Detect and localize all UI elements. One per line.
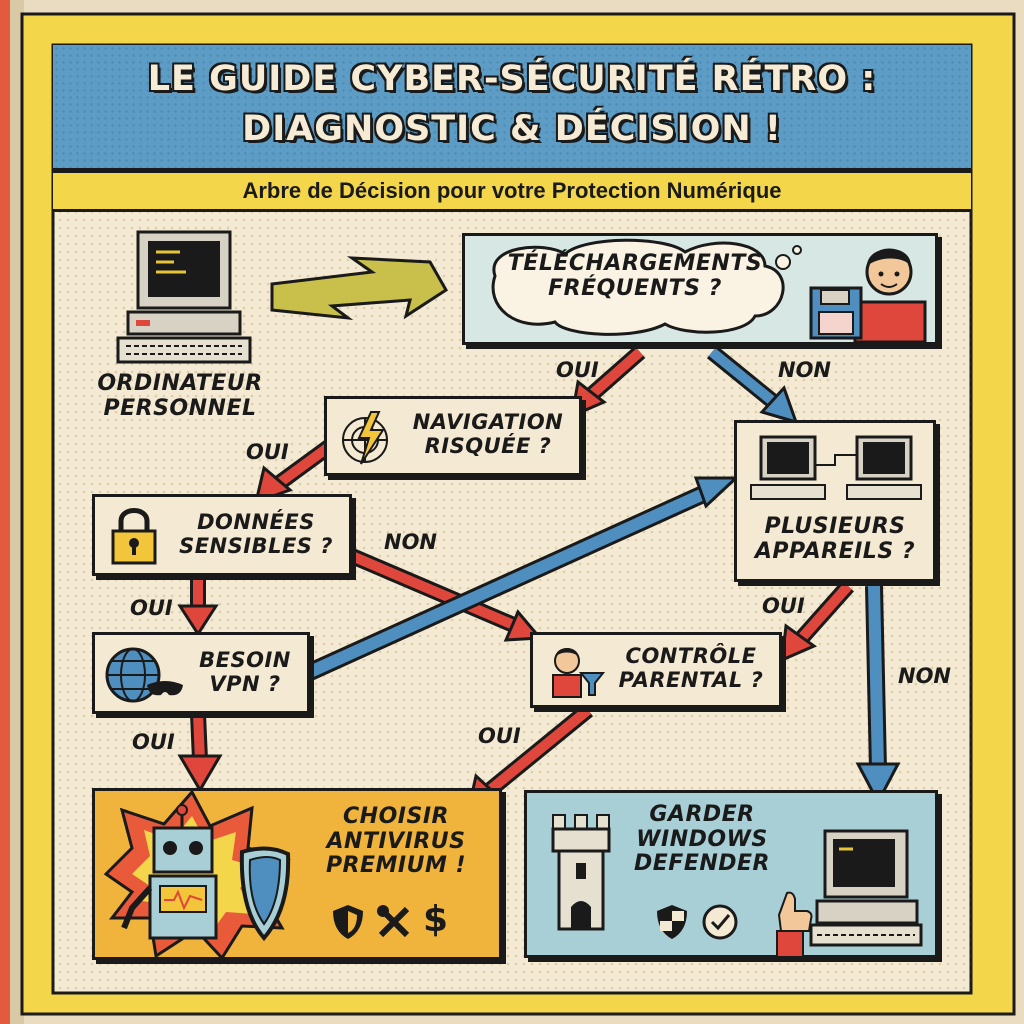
- padlock-icon: [111, 508, 157, 565]
- retro-computer-thumbsup-icon: [776, 829, 923, 958]
- computer-label: ORDINATEUR PERSONNEL: [97, 371, 263, 421]
- tools-icon: [377, 905, 410, 938]
- downloads-label: TÉLÉCHARGEMENTS FRÉQUENTS ?: [507, 251, 763, 301]
- castle-tower-icon: [551, 814, 611, 931]
- thought-cloud-icon: [491, 238, 802, 336]
- subtitle-band: Arbre de Décision pour votre Protection …: [53, 170, 971, 212]
- node-antivirus: CHOISIR ANTIVIRUS PREMIUM ! $: [92, 788, 502, 960]
- spiderweb-lightning-icon: [342, 411, 388, 465]
- edge-label-vpn-yes: OUI: [132, 730, 175, 754]
- edge-label-data-no: NON: [384, 530, 438, 554]
- title-band: LE GUIDE CYBER-SÉCURITÉ RÉTRO : DIAGNOST…: [53, 45, 971, 171]
- defender-label: GARDER WINDOWS DEFENDER: [634, 802, 770, 877]
- arrow-devices-yes: [780, 580, 854, 663]
- person-with-floppy-icon: [809, 248, 927, 342]
- arrow-navigation-yes: [253, 439, 335, 505]
- retro-computer-icon: [116, 230, 252, 364]
- edge-label-parental-yes: OUI: [478, 724, 521, 748]
- connected-computers-icon: [750, 435, 922, 500]
- parental-label: CONTRÔLE PARENTAL ?: [618, 644, 764, 692]
- edge-label-downloads-no: NON: [778, 358, 832, 382]
- windows-shield-icon: [657, 905, 687, 939]
- lightning-arrow: [270, 256, 449, 321]
- arrow-vpn-to-devices: [306, 476, 740, 681]
- antivirus-icon-row: $: [331, 899, 471, 943]
- arrow-downloads-no: [706, 345, 799, 425]
- arrow-vpn-yes: [177, 713, 223, 793]
- checkmark-icon: [702, 904, 738, 940]
- page-title-line-1: LE GUIDE CYBER-SÉCURITÉ RÉTRO :: [147, 59, 877, 99]
- node-navigation: NAVIGATION RISQUÉE ?: [324, 396, 582, 476]
- robot-shield-illustration: [103, 789, 291, 960]
- edge-label-devices-no: NON: [898, 664, 952, 688]
- arrow-data-no: [348, 548, 544, 642]
- page-title-line-2: DIAGNOSTIC & DÉCISION !: [242, 109, 782, 149]
- child-filter-icon: [552, 648, 605, 698]
- navigation-label: NAVIGATION RISQUÉE ?: [412, 410, 564, 458]
- page-subtitle: Arbre de Décision pour votre Protection …: [242, 178, 782, 203]
- node-vpn: BESOIN VPN ?: [92, 632, 310, 714]
- title-halftone: [53, 45, 971, 168]
- edge-label-devices-yes: OUI: [762, 594, 805, 618]
- node-devices: PLUSIEURS APPAREILS ?: [734, 420, 936, 582]
- arrow-devices-no: [855, 585, 901, 806]
- globe-mask-icon: [105, 647, 183, 703]
- antivirus-label: CHOISIR ANTIVIRUS PREMIUM !: [325, 804, 467, 879]
- shield-icon: [333, 905, 363, 939]
- dollar-icon: $: [423, 899, 449, 940]
- node-parental: CONTRÔLE PARENTAL ?: [530, 632, 782, 708]
- edge-label-downloads-yes: OUI: [556, 358, 599, 382]
- computer-illustration: [110, 228, 260, 368]
- node-data: DONNÉES SENSIBLES ?: [92, 494, 352, 576]
- node-downloads: TÉLÉCHARGEMENTS FRÉQUENTS ?: [462, 233, 938, 345]
- data-label: DONNÉES SENSIBLES ?: [179, 510, 333, 558]
- arrow-data-yes: [177, 578, 219, 637]
- node-defender: GARDER WINDOWS DEFENDER: [524, 790, 938, 958]
- devices-label: PLUSIEURS APPAREILS ?: [754, 514, 916, 564]
- edge-label-data-yes: OUI: [130, 596, 173, 620]
- edge-label-navigation-yes: OUI: [246, 440, 289, 464]
- defender-icon-row: [655, 903, 755, 943]
- vpn-label: BESOIN VPN ?: [199, 648, 291, 696]
